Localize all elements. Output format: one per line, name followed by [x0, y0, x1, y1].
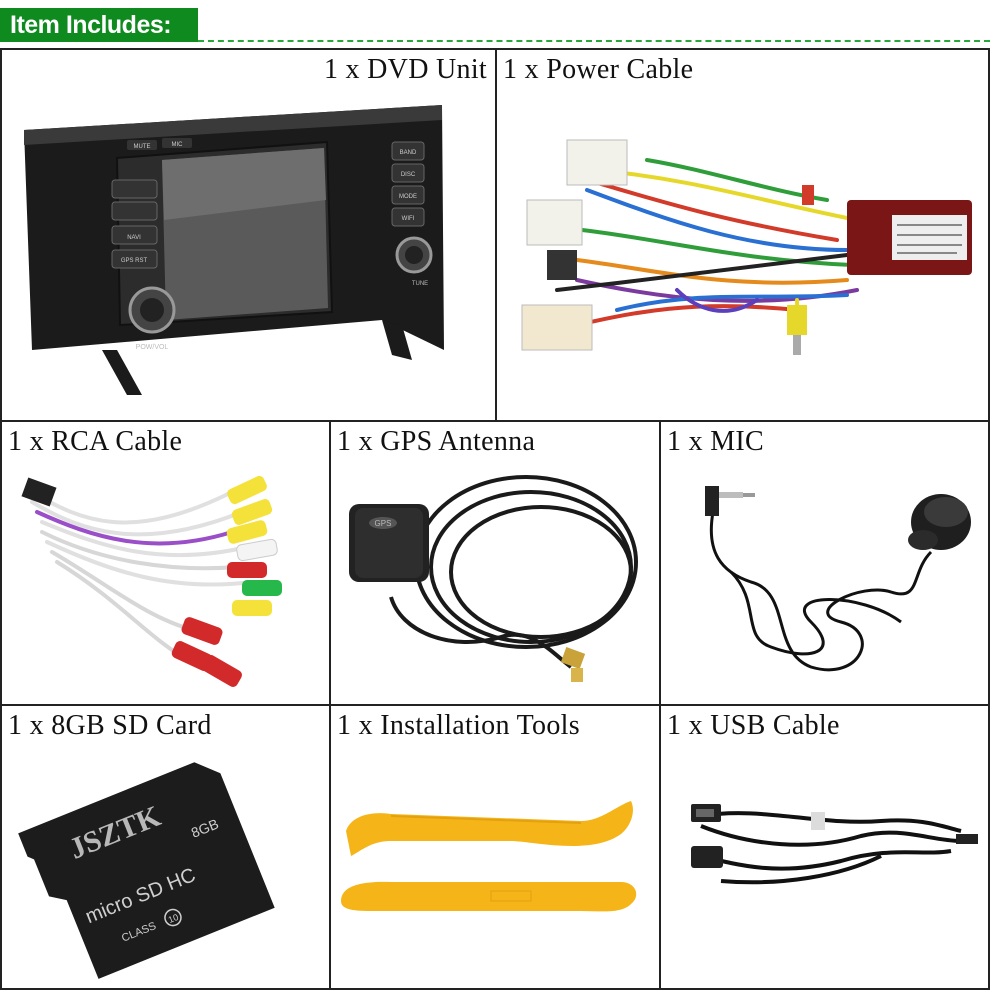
item-rca-cable: 1 x RCA Cable [0, 420, 331, 706]
pry-tool-large [346, 801, 633, 856]
knob-label: POW/VOL [136, 344, 169, 351]
dvd-btn-band: BAND [400, 150, 417, 156]
item-label: 1 x 8GB SD Card [8, 710, 212, 741]
item-label: 1 x RCA Cable [8, 426, 183, 457]
dvd-btn-disc: DISC [401, 172, 416, 178]
dvd-btn-mute: MUTE [134, 144, 151, 150]
sd-class-number: 10 [167, 912, 180, 925]
usb-plug-b [691, 846, 723, 868]
dvd-btn-gps: GPS RST [121, 258, 148, 264]
item-mic: 1 x MIC [659, 420, 990, 706]
tune-label: TUNE [412, 281, 428, 287]
item-gps-antenna: GPS 1 x GPS Antenna [329, 420, 661, 706]
pry-tool-small [341, 881, 637, 912]
dvd-btn-mic: MIC [172, 142, 184, 148]
item-dvd-unit: NAVI GPS RST BAND DISC MODE WIFI MUTE MI… [0, 48, 497, 422]
sd-card-body [18, 762, 275, 979]
item-power-cable: 1 x Power Cable [495, 48, 990, 422]
items-grid: NAVI GPS RST BAND DISC MODE WIFI MUTE MI… [0, 48, 990, 990]
gps-antenna-image: GPS [349, 475, 638, 682]
item-label: 1 x USB Cable [667, 710, 840, 741]
dvd-btn-mode: MODE [399, 194, 417, 200]
header-divider [198, 40, 990, 42]
dvd-btn-wifi: WIFI [402, 216, 415, 222]
rca-cable-image [21, 475, 282, 687]
dvd-btn-navi: NAVI [127, 235, 141, 241]
dvd-unit-image: NAVI GPS RST BAND DISC MODE WIFI MUTE MI… [24, 105, 444, 395]
item-installation-tools: 1 x Installation Tools [329, 704, 661, 990]
mic-image [705, 486, 971, 672]
item-label: 1 x GPS Antenna [337, 426, 536, 457]
item-usb-cable: 1 x USB Cable [659, 704, 990, 990]
item-label: 1 x Installation Tools [337, 710, 580, 741]
section-header: Item Includes: [0, 0, 990, 44]
sd-card-image: JSZTK 8GB micro SD HC CLASS 10 [18, 762, 275, 979]
item-sd-card: JSZTK 8GB micro SD HC CLASS 10 1 x 8GB S… [0, 704, 331, 990]
item-label: 1 x Power Cable [503, 54, 694, 85]
section-title: Item Includes: [0, 8, 198, 42]
installation-tools-image [341, 801, 637, 912]
gps-badge: GPS [375, 519, 392, 528]
power-cable-image [521, 139, 972, 355]
item-label: 1 x MIC [667, 426, 764, 457]
usb-cable-image [691, 804, 978, 885]
mic-plug [705, 486, 719, 516]
item-label: 1 x DVD Unit [323, 54, 487, 85]
